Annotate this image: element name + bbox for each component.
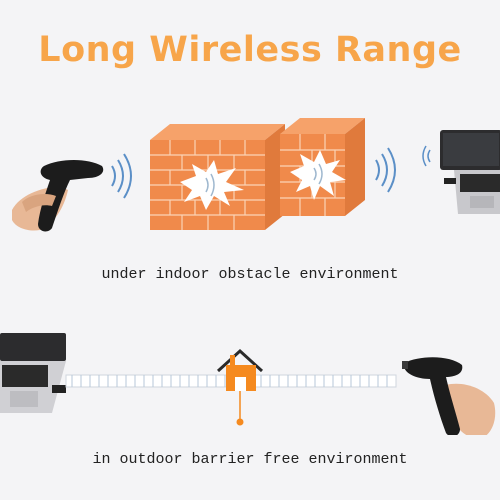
indoor-scene xyxy=(12,118,500,232)
signal-icon xyxy=(422,145,431,167)
outdoor-scene xyxy=(0,333,496,435)
headline: Long Wireless Range xyxy=(38,30,462,70)
signal-icon xyxy=(375,147,396,193)
laptop-icon xyxy=(440,130,500,214)
outdoor-caption: in outdoor barrier free environment xyxy=(92,451,408,468)
wall-icon xyxy=(150,124,285,230)
laptop-icon xyxy=(0,333,66,413)
indoor-caption: under indoor obstacle environment xyxy=(101,266,399,283)
wall-icon xyxy=(280,118,365,216)
scanner-icon xyxy=(12,160,104,232)
scanner-icon xyxy=(402,357,496,435)
signal-icon xyxy=(111,153,132,199)
house-icon xyxy=(216,348,264,426)
